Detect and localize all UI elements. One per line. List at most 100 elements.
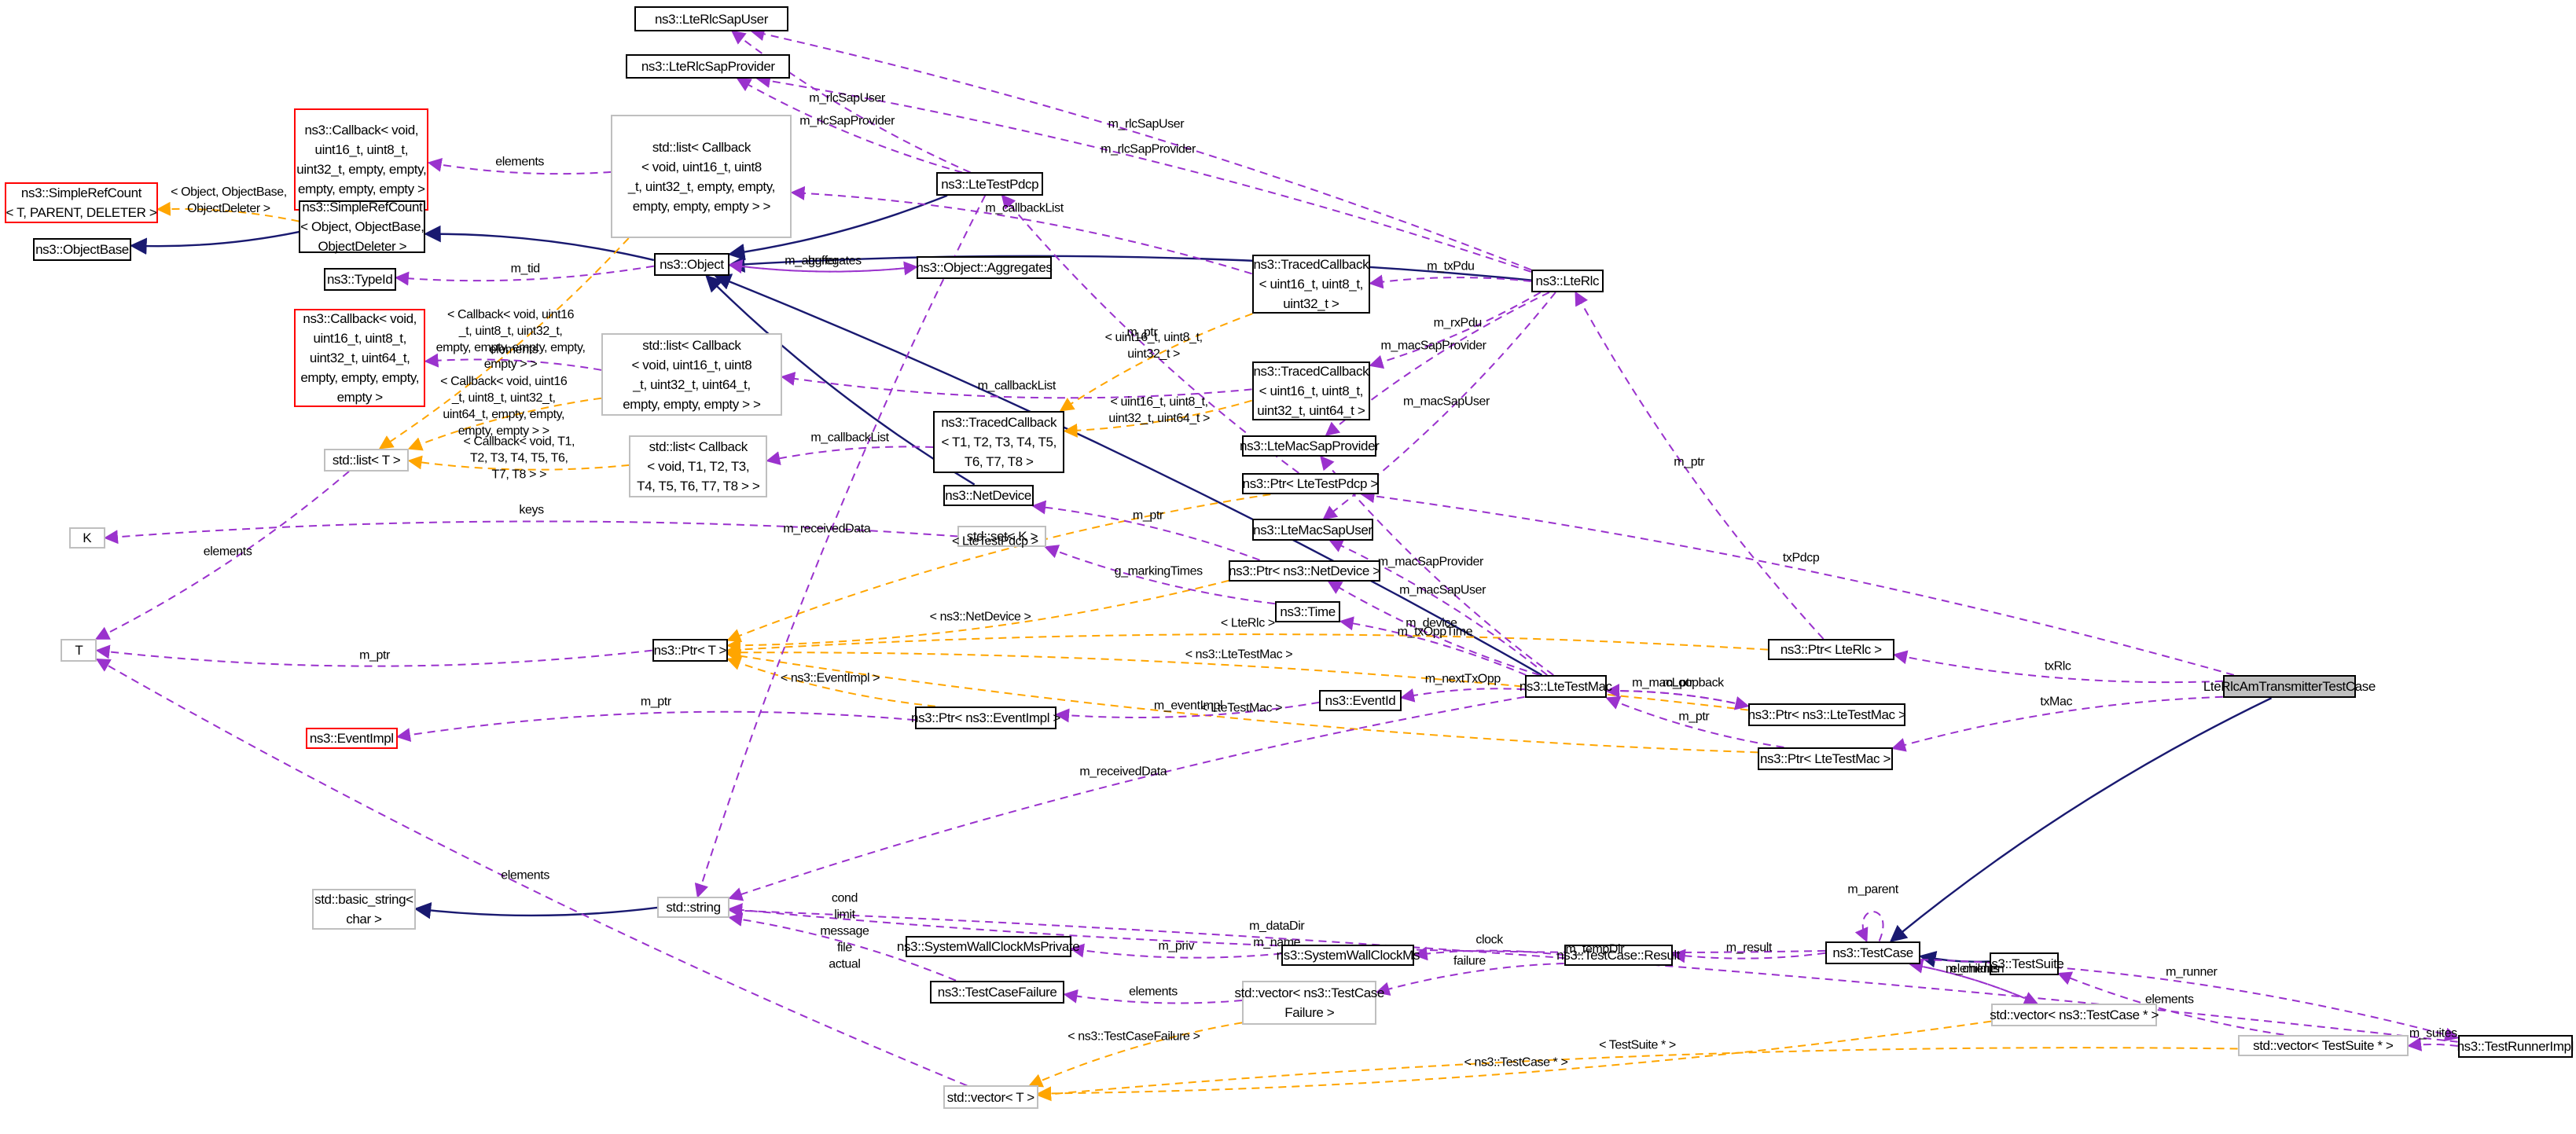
edge-label: < uint16_t, uint8_t, uint32_t, uint64_t … — [1108, 395, 1210, 426]
class-node-system-wall-clock-ms[interactable]: ns3::SystemWallClockMs — [1277, 944, 1420, 966]
class-node-ptr-net-device[interactable]: ns3::Ptr< ns3::NetDevice > — [1229, 560, 1380, 582]
class-node-ptr-lte-rlc[interactable]: ns3::Ptr< LteRlc > — [1767, 639, 1894, 661]
class-node-vector-test-case-ptr[interactable]: std::vector< ns3::TestCase * > — [1990, 1003, 2159, 1027]
edge-label: m_callbackList — [985, 201, 1064, 215]
class-node-traced-callback-uint32[interactable]: ns3::TracedCallback < uint16_t, uint8_t,… — [1251, 254, 1371, 314]
template-edge-list-callback-uint64-to-list-t — [407, 397, 602, 451]
usage-edge-lte-test-pdcp-to-lte-rlc-sap-user — [730, 30, 971, 174]
class-node-event-impl[interactable]: ns3::EventImpl — [305, 727, 398, 750]
class-node-vector-t[interactable]: std::vector< T > — [943, 1085, 1038, 1109]
edge-label: elements — [489, 343, 538, 357]
template-edge-ptr-event-impl-to-ptr-t — [726, 656, 935, 707]
edge-label: txRlc — [2044, 659, 2071, 673]
usage-edge-lte-test-pdcp-to-string — [694, 195, 987, 898]
class-node-ptr-lte-test-mac[interactable]: ns3::Ptr< LteTestMac > — [1758, 747, 1893, 771]
class-node-traced-callback-uint64[interactable]: ns3::TracedCallback < uint16_t, uint8_t,… — [1251, 361, 1371, 421]
class-node-ptr-t[interactable]: ns3::Ptr< T > — [652, 639, 728, 662]
edge-label: m_ptr — [640, 695, 671, 709]
class-node-lte-test-pdcp[interactable]: ns3::LteTestPdcp — [936, 172, 1044, 196]
edge-label: < Callback< void, uint16 _t, uint8_t, ui… — [440, 375, 568, 439]
edge-label: < uint16_t, uint8_t, uint32_t > — [1104, 330, 1203, 361]
edge-label: m_rlcSapUser — [809, 91, 885, 105]
edge-label: < LteTestPdcp > — [952, 534, 1038, 549]
class-node-ptr-lte-test-pdcp[interactable]: ns3::Ptr< LteTestPdcp > — [1242, 472, 1379, 495]
edge-label: m_rlcSapUser — [1108, 117, 1185, 131]
class-node-system-wall-clock-ms-private[interactable]: ns3::SystemWallClockMsPrivate — [897, 936, 1080, 958]
edge-label: < ns3::NetDevice > — [929, 610, 1031, 624]
inherit-edge-lte-rlc-to-object — [727, 255, 1531, 281]
class-node-object[interactable]: ns3::Object — [653, 252, 729, 277]
class-node-lte-rlc-sap-provider[interactable]: ns3::LteRlcSapProvider — [626, 53, 791, 79]
usage-edge-lte-test-mac-to-event-id — [1400, 688, 1525, 703]
class-node-test-case[interactable]: ns3::TestCase — [1825, 941, 1921, 964]
usage-edge-test-case-to-vector-test-case-ptr — [1909, 963, 2039, 1005]
edge-label: < LteRlc > — [1220, 616, 1275, 630]
class-node-set-k[interactable]: std::set< K > — [957, 525, 1047, 547]
edge-label: m_result — [1725, 941, 1773, 955]
edge-label: m_ptr — [1674, 455, 1705, 469]
class-node-list-callback-uint64[interactable]: std::list< Callback < void, uint16_t, ui… — [601, 333, 782, 416]
class-node-list-callback-uint32[interactable]: std::list< Callback < void, uint16_t, ui… — [611, 115, 792, 239]
usage-edge-lte-test-mac-to-string — [728, 695, 1525, 901]
edge-label: m_txOppTime — [1397, 625, 1473, 639]
class-node-event-id[interactable]: ns3::EventId — [1319, 689, 1402, 711]
class-node-test-runner-impl[interactable]: ns3::TestRunnerImpl — [2457, 1034, 2574, 1058]
class-node-simple-ref-count-object[interactable]: ns3::SimpleRefCount < Object, ObjectBase… — [299, 199, 426, 254]
usage-edge-ptr-ns3-lte-test-mac-to-lte-test-mac — [1605, 683, 1748, 707]
edge-label: < ns3::TestCaseFailure > — [1068, 1029, 1200, 1044]
edge-label: m_callbackList — [810, 431, 889, 445]
class-node-object-base[interactable]: ns3::ObjectBase — [32, 238, 132, 262]
usage-edge-test-runner-impl-to-vector-test-suite-ptr — [2407, 1037, 2458, 1051]
edge-label: < TestSuite * > — [1599, 1038, 1676, 1052]
class-node-lte-test-mac[interactable]: ns3::LteTestMac — [1520, 674, 1612, 699]
edge-label: m_device — [1406, 616, 1457, 630]
edge-label: m_suites — [2409, 1026, 2457, 1040]
class-node-net-device[interactable]: ns3::NetDevice — [943, 484, 1034, 506]
template-edge-vector-test-suite-ptr-to-vector-t — [1037, 1047, 2238, 1102]
class-node-transmitter-test-case[interactable]: LteRlcAmTransmitterTestCase — [2203, 674, 2376, 699]
class-node-lte-mac-sap-user[interactable]: ns3::LteMacSapUser — [1251, 519, 1374, 541]
class-node-vector-test-case-failure[interactable]: std::vector< ns3::TestCase Failure > — [1235, 980, 1384, 1026]
template-edge-traced-callback-uint64-to-traced-callback-t — [1063, 399, 1252, 438]
edge-label: m_rlcSapProvider — [1101, 142, 1196, 156]
class-node-lte-mac-sap-provider[interactable]: ns3::LteMacSapProvider — [1240, 435, 1380, 457]
template-edge-ptr-lte-test-mac-to-ptr-t — [726, 648, 1758, 754]
edge-label: m_ptr — [1132, 508, 1163, 523]
class-node-test-suite[interactable]: ns3::TestSuite — [1984, 952, 2064, 976]
edge-label: m_runner — [2166, 965, 2218, 979]
class-node-string[interactable]: std::string — [657, 897, 729, 919]
class-node-callback-uint64[interactable]: ns3::Callback< void, uint16_t, uint8_t, … — [294, 308, 426, 408]
class-node-type-id[interactable]: ns3::TypeId — [323, 267, 396, 291]
class-node-basic-string[interactable]: std::basic_string< char > — [312, 888, 416, 930]
class-node-vector-test-suite-ptr[interactable]: std::vector< TestSuite * > — [2237, 1034, 2409, 1056]
edge-label: elements — [501, 868, 549, 883]
edge-label: m_dataDir m_name — [1249, 919, 1305, 950]
usage-edge-traced-callback-t-to-list-callback-t — [766, 446, 934, 465]
usage-edge-system-wall-clock-ms-to-system-wall-clock-ms-private — [1069, 943, 1282, 959]
usage-edge-lte-test-pdcp-to-lte-rlc-sap-provider — [736, 78, 963, 174]
class-node-traced-callback-t[interactable]: ns3::TracedCallback < T1, T2, T3, T4, T5… — [933, 410, 1065, 473]
usage-edge-event-id-to-ptr-event-impl — [1055, 701, 1320, 723]
inherit-edge-simple-ref-count-object-to-object-base — [130, 230, 299, 255]
class-node-object-aggregates[interactable]: ns3::Object::Aggregates — [916, 256, 1053, 280]
usage-edge-lte-test-mac-to-ptr-net-device — [1327, 580, 1541, 676]
class-node-test-case-failure[interactable]: ns3::TestCaseFailure — [929, 980, 1065, 1004]
class-node-time[interactable]: ns3::Time — [1274, 600, 1341, 623]
class-node-ptr-ns3-lte-test-mac[interactable]: ns3::Ptr< ns3::LteTestMac > — [1748, 703, 1906, 726]
usage-edge-time-to-set-k — [1044, 545, 1275, 605]
edge-label: m_eventImpl — [1153, 699, 1223, 713]
class-node-ptr-event-impl[interactable]: ns3::Ptr< ns3::EventImpl > — [911, 706, 1060, 729]
inherit-edge-string-to-basic-string — [413, 901, 658, 919]
class-node-t[interactable]: T — [61, 639, 97, 662]
class-node-lte-rlc[interactable]: ns3::LteRlc — [1531, 269, 1604, 292]
edge-label: elements — [203, 545, 252, 559]
class-node-callback-uint32[interactable]: ns3::Callback< void, uint16_t, uint8_t, … — [294, 108, 429, 211]
edge-label: m_rlcSapProvider — [799, 114, 895, 128]
edge-label: m_children — [1945, 962, 2005, 976]
class-node-list-callback-t[interactable]: std::list< Callback < void, T1, T2, T3, … — [629, 435, 768, 498]
class-node-list-t[interactable]: std::list< T > — [323, 448, 410, 472]
class-node-simple-ref-count-t[interactable]: ns3::SimpleRefCount < T, PARENT, DELETER… — [5, 182, 158, 224]
class-node-test-case-result[interactable]: ns3::TestCase::Result — [1556, 944, 1681, 966]
class-node-lte-rlc-sap-user[interactable]: ns3::LteRlcSapUser — [634, 6, 789, 31]
class-node-k[interactable]: K — [68, 527, 105, 549]
